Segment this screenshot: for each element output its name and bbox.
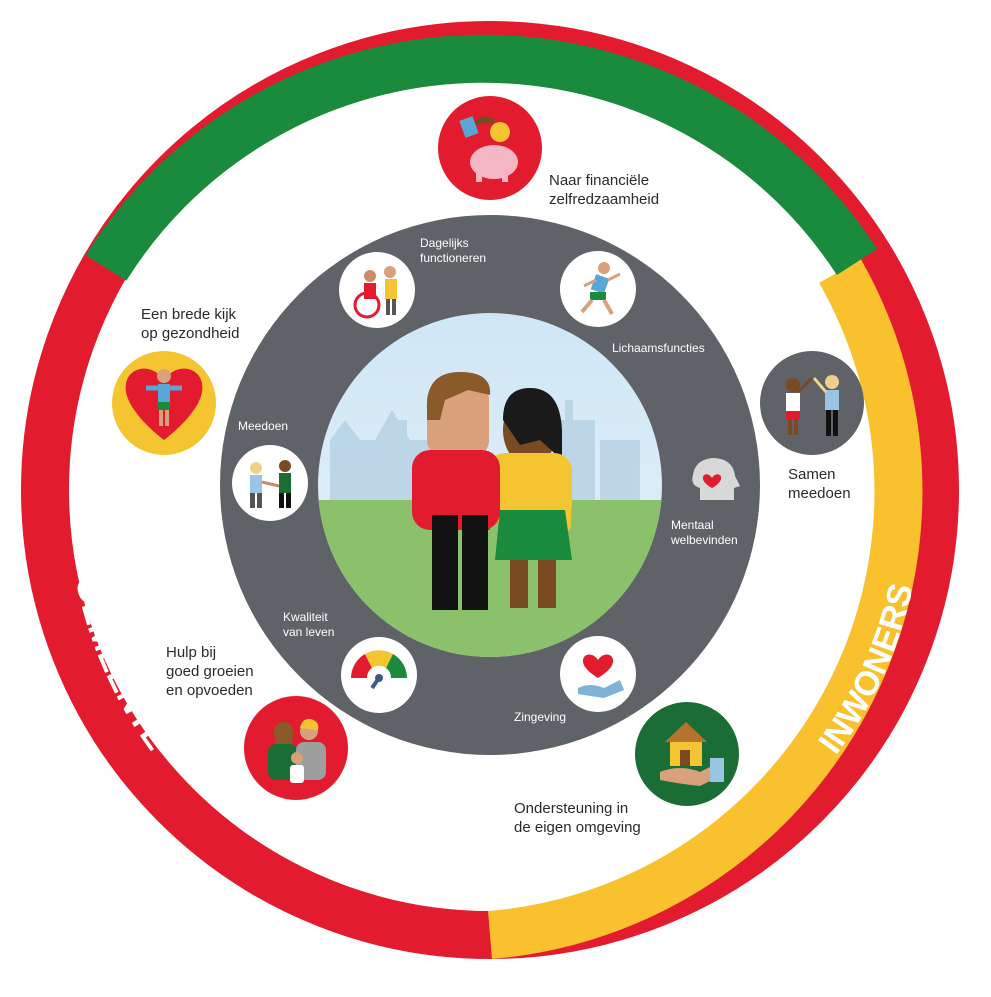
label-line: Meedoen <box>238 419 289 433</box>
label-financiele-zelfredzaamheid: Naar financiële zelfredzaamheid <box>549 172 659 210</box>
label-meedoen: Meedoen <box>238 419 288 434</box>
label-line: Een brede kijk <box>141 306 237 323</box>
piggy-bank-icon <box>438 96 542 200</box>
label-line: Mentaal <box>671 518 714 532</box>
label-line: goed groeien <box>166 662 254 680</box>
label-zingeving: Zingeving <box>514 710 566 725</box>
label-line: op gezondheid <box>141 324 240 342</box>
family-icon <box>244 696 348 800</box>
ring-green-segment <box>85 34 878 281</box>
label-dagelijks-functioneren: Dagelijks functioneren <box>420 236 486 266</box>
label-line: en opvoeden <box>166 681 253 699</box>
high-five-icon <box>760 351 864 455</box>
label-line: Kwaliteit <box>283 610 328 624</box>
label-line: meedoen <box>788 484 851 502</box>
label-line: Hulp bij <box>166 644 217 661</box>
label-mentaal-welbevinden: Mentaal welbevinden <box>671 518 738 548</box>
label-line: van leven <box>283 625 335 639</box>
gauge-icon <box>341 637 417 713</box>
label-ondersteuning-eigen-omgeving: Ondersteuning in de eigen omgeving <box>514 800 641 838</box>
handshake-icon <box>232 445 308 521</box>
label-hulp-groeien-opvoeden: Hulp bij goed groeien en opvoeden <box>166 644 254 700</box>
head-heart-icon <box>692 458 740 500</box>
label-line: Lichaamsfuncties <box>612 341 705 355</box>
label-kwaliteit-van-leven: Kwaliteit van leven <box>283 610 334 640</box>
label-line: Dagelijks <box>420 236 469 250</box>
central-scene <box>318 313 662 657</box>
label-samen-meedoen: Samen meedoen <box>788 466 851 504</box>
label-line: Zingeving <box>514 710 567 724</box>
house-hand-icon <box>635 702 739 806</box>
runner-icon <box>560 251 636 327</box>
label-lichaamsfuncties: Lichaamsfuncties <box>612 341 705 356</box>
label-line: de eigen omgeving <box>514 818 641 836</box>
label-line: welbevinden <box>671 533 738 547</box>
outer-ring <box>21 21 959 959</box>
label-brede-kijk-gezondheid: Een brede kijk op gezondheid <box>141 306 239 344</box>
heart-person-icon <box>112 351 216 455</box>
ring-yellow-segment <box>488 259 923 959</box>
label-line: Naar financiële <box>549 172 650 189</box>
wheelchair-icon <box>339 252 415 328</box>
label-line: functioneren <box>420 251 487 265</box>
label-line: Samen <box>788 466 836 483</box>
label-line: Ondersteuning in <box>514 800 629 817</box>
label-line: zelfredzaamheid <box>549 190 660 208</box>
outer-icons <box>112 96 864 806</box>
inner-icons <box>232 251 740 713</box>
man-figure <box>412 372 500 610</box>
woman-figure <box>487 388 572 608</box>
hand-heart-icon <box>560 636 636 712</box>
